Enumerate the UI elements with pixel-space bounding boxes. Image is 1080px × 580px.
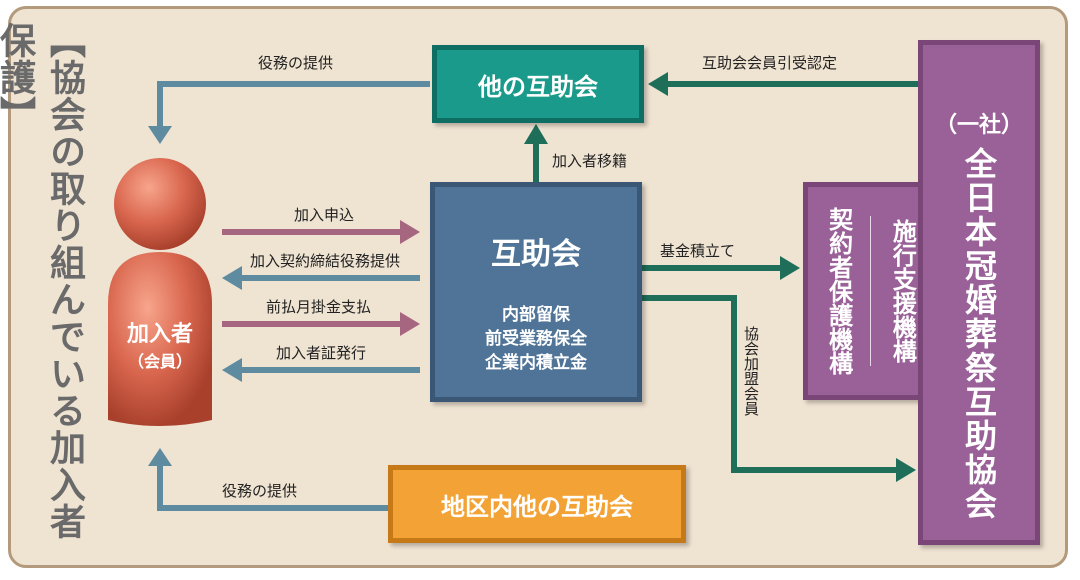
fund-org-divider [869, 216, 871, 366]
arrow-installment [222, 312, 420, 336]
member-figure [108, 158, 212, 426]
mutual-aid-box: 互助会 内部留保 前受業務保全 企業内積立金 [430, 182, 642, 402]
arrow-cert-transfer [648, 72, 918, 96]
district-mutual-aid-box: 地区内他の互助会 [388, 465, 686, 543]
label-contract: 加入契約締結役務提供 [250, 252, 401, 270]
arrow-service-top [148, 81, 430, 144]
association-box: （一社） 全日本冠婚葬祭互助協会 [918, 40, 1040, 545]
mutual-aid-detail: 企業内積立金 [485, 353, 587, 373]
label-installment: 前払月掛金支払 [266, 298, 372, 316]
label-apply: 加入申込 [294, 206, 355, 224]
arrow-membership [642, 295, 916, 482]
arrow-member-transfer [524, 124, 548, 182]
mutual-aid-title: 互助会 [491, 237, 581, 272]
other-mutual-aid-label: 他の互助会 [478, 72, 598, 101]
association-prefix: （一社） [934, 113, 1023, 138]
contractor-protection-label: 契約者保護機構 [824, 207, 853, 375]
label-membership: 協会加盟会員 [742, 326, 760, 416]
association-name: 全日本冠婚葬祭互助協会 [960, 147, 998, 521]
member-name: 加入者 [126, 322, 193, 347]
member-sub: （会員） [127, 352, 192, 371]
fund-org-box: 契約者保護機構 施行支援機構 [803, 182, 938, 400]
mutual-aid-details: 内部留保 前受業務保全 企業内積立金 [485, 303, 587, 375]
mutual-aid-detail: 前受業務保全 [485, 329, 587, 349]
arrow-cert-issue [222, 358, 420, 382]
mutual-aid-detail: 内部留保 [502, 305, 570, 325]
arrow-service-bottom [148, 448, 388, 511]
arrow-fund-deposit [642, 256, 800, 280]
label-fund-deposit: 基金積立て [660, 242, 736, 260]
other-mutual-aid-box: 他の互助会 [432, 45, 644, 123]
district-mutual-aid-label: 地区内他の互助会 [441, 492, 633, 521]
label-cert-issue: 加入者証発行 [276, 344, 367, 362]
label-member-transfer: 加入者移籍 [552, 152, 628, 170]
member-label: 加入者 （会員） [105, 316, 215, 372]
label-cert-transfer: 互助会会員引受認定 [702, 54, 838, 72]
label-service-top: 役務の提供 [258, 54, 334, 72]
arrow-apply [222, 220, 420, 244]
support-org-label: 施行支援機構 [888, 219, 917, 363]
arrow-contract [222, 266, 420, 290]
label-service-bottom: 役務の提供 [222, 482, 298, 500]
